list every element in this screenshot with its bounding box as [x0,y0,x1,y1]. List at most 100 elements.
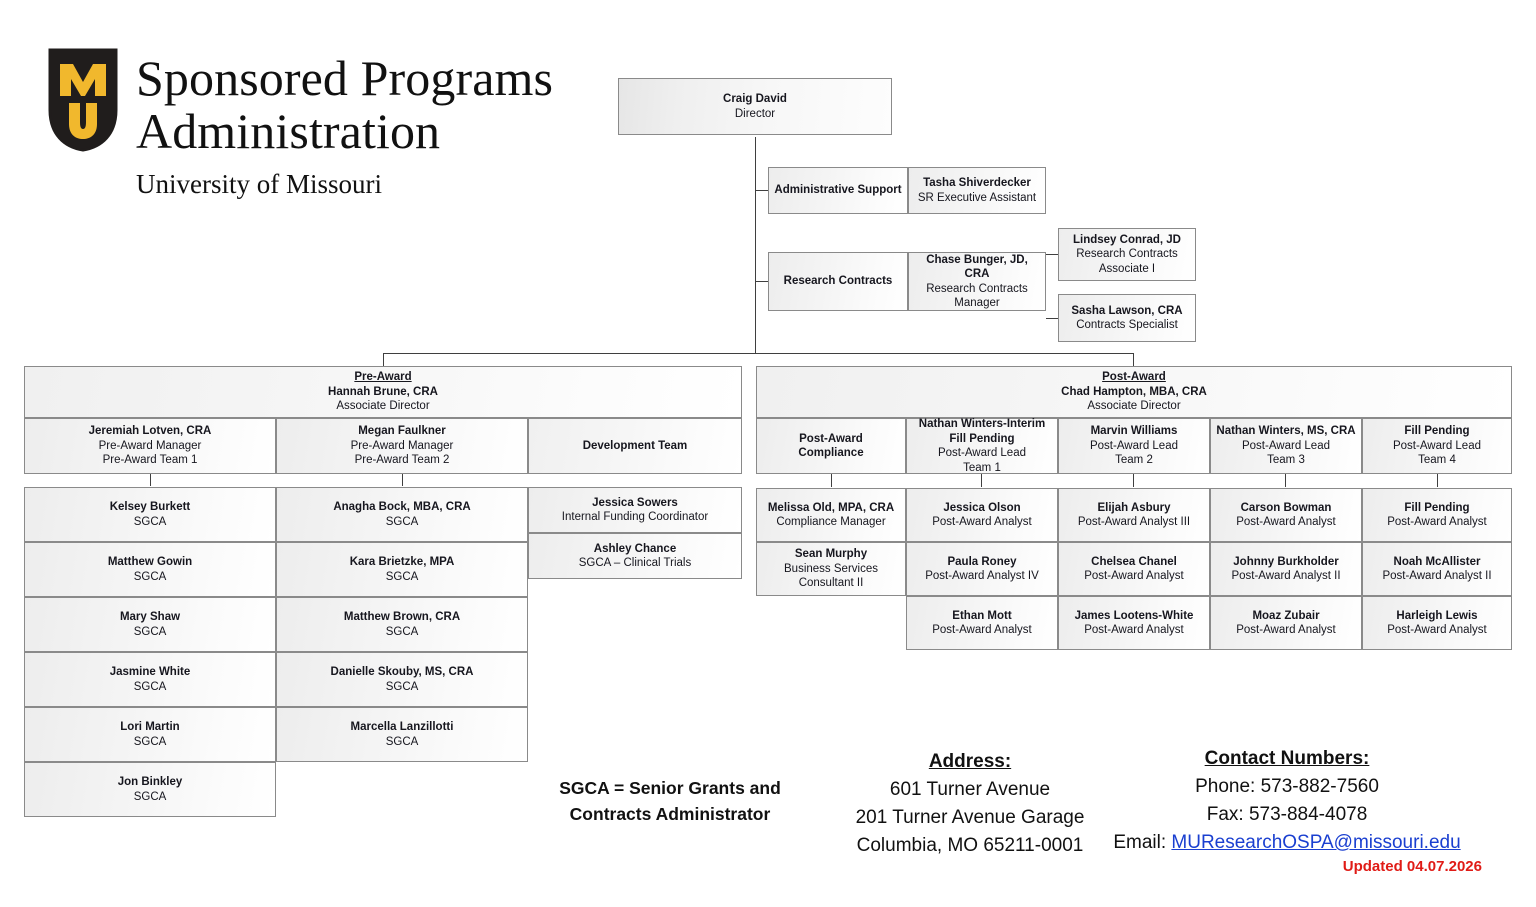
connector-pre-award-team1 [150,474,151,486]
ashley-chance-name: Ashley Chance [593,542,677,555]
connector-to-admin-support [755,190,769,191]
research-contracts-label: Research Contracts [783,275,893,288]
node-post-award-col-0-head[interactable]: Post-Award Compliance [756,418,906,474]
pre-award-t1-2-name: Matthew Gowin [107,556,193,568]
post-award-c0-m0-name: Melissa Old, MPA, CRA [767,501,895,514]
address-line3: Columbia, MO 65211-0001 [856,835,1084,856]
node-pre-award-manager-1[interactable]: Jeremiah Lotven, CRA Pre-Award Manager P… [24,418,276,474]
pre-award-t2-3-name: Matthew Brown, CRA [343,611,461,623]
contact-email-link[interactable]: MUResearchOSPA@missouri.edu [1171,832,1461,853]
pre-award-t1-6-name: Jon Binkley [117,776,183,788]
pre-award-t1-2-title: SGCA [133,570,167,583]
address-heading: Address: [928,751,1012,772]
pre-award-lead-name: Hannah Brune, CRA [328,385,438,398]
pre-award-manager-2-name: Megan Faulkner [358,425,446,438]
contact-heading: Contact Numbers: [1204,748,1370,769]
post-award-c3-m0-name: Carson Bowman [1240,501,1332,514]
connector-post-award-col-4 [1437,474,1438,487]
node-lindsey-conrad[interactable]: Lindsey Conrad, JD Research Contracts As… [1058,228,1196,281]
node-chase-bunger[interactable]: Chase Bunger, JD, CRA Research Contracts… [908,252,1046,311]
node-development-team-label[interactable]: Development Team [528,418,742,474]
director-title: Director [734,107,776,120]
post-award-c2-m1-title: Post-Award Analyst [1084,570,1184,582]
connector-post-award-col-3 [1285,474,1286,487]
administrative-support-label: Administrative Support [774,184,902,197]
node-sasha-lawson[interactable]: Sasha Lawson, CRA Contracts Specialist [1058,294,1196,342]
lindsey-conrad-title: Research Contracts [1076,248,1178,261]
connector-post-award-col-1 [981,474,982,487]
sasha-lawson-name: Sasha Lawson, CRA [1071,304,1183,317]
pre-award-t1-3-name: Mary Shaw [119,611,181,623]
node-post-award-header[interactable]: Post-Award Chad Hampton, MBA, CRA Associ… [756,366,1512,418]
pre-award-t1-1-name: Kelsey Burkett [109,501,191,513]
node-tasha-shiverdecker[interactable]: Tasha Shiverdecker SR Executive Assistan… [908,167,1046,214]
post-award-col-3-head-line1: Nathan Winters, MS, CRA [1216,425,1356,438]
node-research-contracts-label[interactable]: Research Contracts [768,252,908,311]
pre-award-t1-4-name: Jasmine White [109,666,191,678]
node-jessica-sowers[interactable]: Jessica Sowers Internal Funding Coordina… [528,487,742,533]
post-award-c0-m1-name: Sean Murphy [794,548,868,561]
node-director[interactable]: Craig David Director [618,78,892,135]
pre-award-manager-2-team: Pre-Award Team 2 [354,454,450,467]
pre-award-t1-1-title: SGCA [133,515,167,528]
address-line1: 601 Turner Avenue [889,779,1051,800]
research-contracts-manager-name: Chase Bunger, JD, CRA [926,253,1028,281]
node-ashley-chance[interactable]: Ashley Chance SGCA – Clinical Trials [528,533,742,579]
contact-email-row: Email: MUResearchOSPA@missouri.edu [1092,829,1482,857]
node-post-award-col-4-head[interactable]: Fill Pending Post-Award Lead Team 4 [1362,418,1512,474]
post-award-c2-m2-name: James Lootens-White [1074,609,1194,622]
node-pre-award-header[interactable]: Pre-Award Hannah Brune, CRA Associate Di… [24,366,742,418]
node-post-award-col-3-head[interactable]: Nathan Winters, MS, CRA Post-Award Lead … [1210,418,1362,474]
brand-header: Sponsored Programs Administration Univer… [48,48,553,200]
pre-award-t2-2-title: SGCA [385,570,419,583]
node-pre-award-manager-2[interactable]: Megan Faulkner Pre-Award Manager Pre-Awa… [276,418,528,474]
jessica-sowers-name: Jessica Sowers [592,496,678,509]
pre-award-manager-1-team: Pre-Award Team 1 [102,454,198,467]
connector-to-lindsey-conrad [1046,254,1060,255]
research-contracts-manager-title: Research Contracts [926,282,1028,295]
node-administrative-support-label[interactable]: Administrative Support [768,167,908,214]
post-award-c0-m0-title: Compliance Manager [776,516,886,528]
legend-line2: Contracts Administrator [569,804,771,824]
pre-award-manager-1-name: Jeremiah Lotven, CRA [88,425,212,438]
node-post-award-col-1-head[interactable]: Nathan Winters-Interim Fill Pending Post… [906,418,1058,474]
pre-award-t2-4-title: SGCA [385,680,419,693]
post-award-c1-m2-title: Post-Award Analyst [932,624,1032,636]
address-line2: 201 Turner Avenue Garage [855,807,1085,828]
post-award-col-2-head-line3: Team 2 [1115,454,1153,467]
post-award-col-1-head-line2: Fill Pending [949,432,1015,445]
legend-line1: SGCA = Senior Grants and [559,778,781,798]
node-post-award-col-2-head[interactable]: Marvin Williams Post-Award Lead Team 2 [1058,418,1210,474]
post-award-c3-m2-name: Moaz Zubair [1252,609,1320,622]
post-award-col-3-head-line2: Post-Award Lead [1241,439,1330,452]
contact-phone: Phone: 573-882-7560 [1195,776,1379,797]
connector-post-award-col-2 [1133,474,1134,487]
pre-award-manager-1-title: Pre-Award Manager [98,439,202,452]
lindsey-conrad-title2: Associate I [1098,262,1156,275]
node-post-award-c0-m0[interactable]: Melissa Old, MPA, CRA Compliance Manager [756,488,906,542]
